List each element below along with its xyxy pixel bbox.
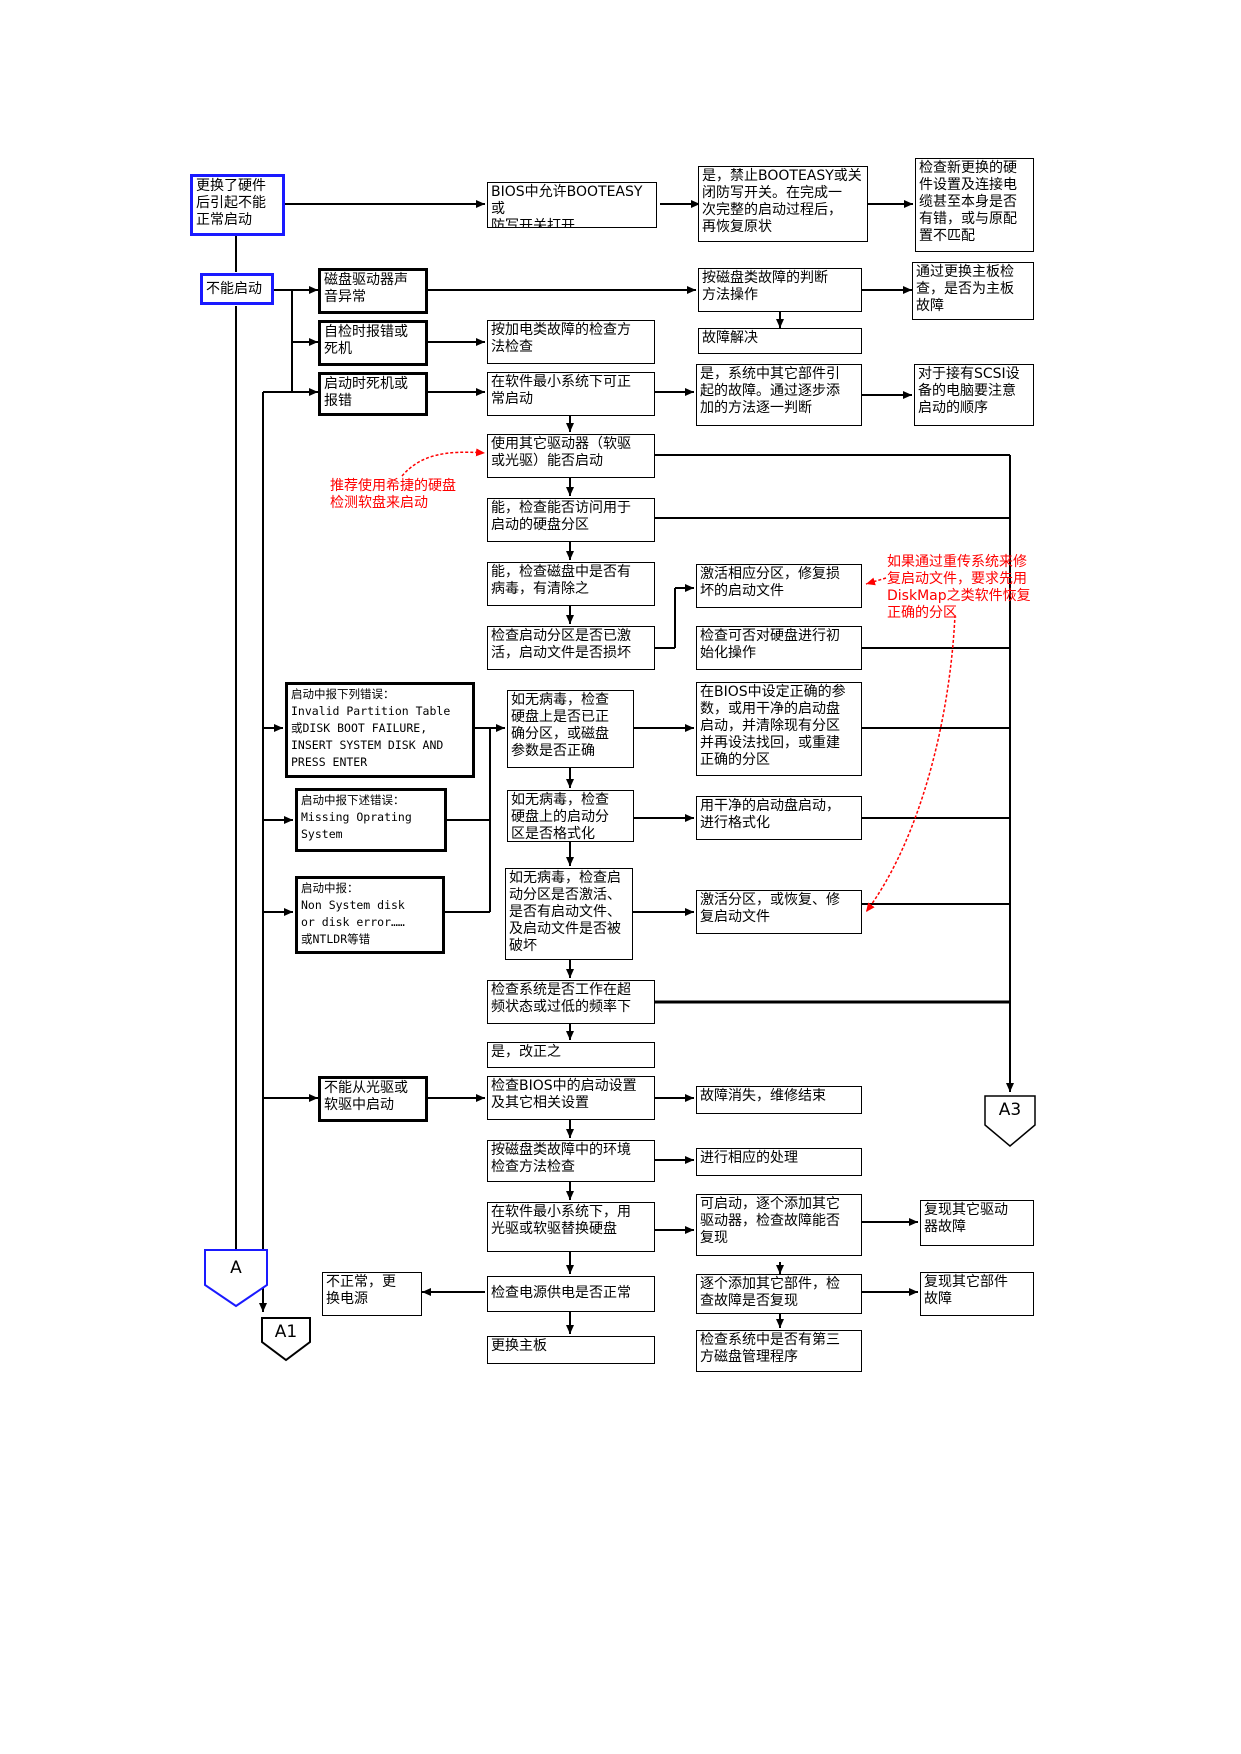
node-bios-booteasy: BIOS中允许BOOTEASY或 防写开关打开 [487,182,657,228]
connector-A3-shape [984,1095,1036,1147]
node-no-virus-part: 如无病毒，检查 硬盘上是否已正 确分区，或磁盘 参数是否正确 [507,690,634,768]
node-err-nonsys: 启动中报： Non System disk or disk error…… 或N… [295,876,445,954]
node-disk-noise: 磁盘驱动器声 音异常 [318,268,428,314]
node-third-party: 检查系统中是否有第三 方磁盘管理程序 [696,1330,862,1372]
node-replace-board: 通过更换主板检 查，是否为主板 故障 [912,262,1034,320]
node-virus-check: 能，检查磁盘中是否有 病毒，有清除之 [487,562,655,606]
connector-A3-label: A3 [998,1100,1022,1120]
node-no-virus-active: 如无病毒，检查启 动分区是否激活、 是否有启动文件、 及启动文件是否被 破坏 [505,868,633,960]
node-access-part: 能，检查能否访问用于 启动的硬盘分区 [487,498,655,542]
node-boot-hang: 启动时死机或 报错 [318,372,428,416]
node-correct-it: 是，改正之 [487,1042,655,1068]
node-fault-solved: 故障解决 [698,328,862,354]
node-replace-psu: 不正常，更 换电源 [322,1272,422,1316]
node-activate-repair: 激活相应分区，修复损 坏的启动文件 [696,564,862,608]
node-check-new-hw: 检查新更换的硬 件设置及连接电 缆甚至本身是否 有错，或与原配 置不匹配 [915,158,1034,252]
node-disable-booteasy: 是，禁止BOOTEASY或关 闭防写开关。在完成一 次完整的启动过程后， 再恢复… [698,166,868,242]
node-handle: 进行相应的处理 [696,1148,862,1176]
node-clean-boot-format: 用干净的启动盘启动， 进行格式化 [696,796,862,840]
node-min-sys: 在软件最小系统下可正 常启动 [487,372,655,416]
node-scsi-note: 对于接有SCSI设 备的电脑要注意 启动的顺序 [914,364,1034,426]
node-no-cd-boot: 不能从光驱或 软驱中启动 [318,1076,428,1122]
node-psu-check: 检查电源供电是否正常 [487,1276,655,1312]
connector-A-label: A [230,1258,242,1278]
note-recommend: 推荐使用希捷的硬盘 检测软盘来启动 [330,478,456,511]
note-if-rewrite: 如果通过重传系统来修 复启动文件，要求先用 DiskMap之类软件恢复 正确的分… [887,554,1031,621]
node-replace-hdd: 在软件最小系统下，用 光驱或软驱替换硬盘 [487,1202,655,1252]
node-add-drives: 可启动，逐个添加其它 驱动器，检查故障能否 复现 [696,1194,862,1256]
node-set-bios: 在BIOS中设定正确的参 数，或用干净的启动盘 启动，并清除现有分区 并再设法找… [696,682,862,776]
connector-A1-label: A1 [274,1322,298,1342]
node-init-disk: 检查可否对硬盘进行初 始化操作 [696,626,862,670]
connector-A1-shape [261,1317,311,1362]
connector-A-shape [204,1249,268,1308]
node-fault-gone: 故障消失，维修结束 [696,1086,862,1114]
node-env-check: 按磁盘类故障中的环境 检查方法检查 [487,1140,655,1182]
node-part-fault: 复现其它部件 故障 [920,1272,1034,1316]
node-activate-restore: 激活分区，或恢复、修 复启动文件 [696,890,862,934]
node-other-part: 是，系统中其它部件引 起的故障。通过逐步添 加的方法逐一判断 [696,364,862,426]
node-err-missing: 启动中报下述错误： Missing Oprating System [295,788,447,852]
node-no-virus-format: 如无病毒，检查 硬盘上的启动分 区是否格式化 [507,790,634,842]
node-other-drive: 使用其它驱动器（软驱 或光驱）能否启动 [487,434,655,478]
node-cannot-boot: 不能启动 [200,273,274,305]
node-check-active: 检查启动分区是否已激 活，启动文件是否损坏 [487,626,655,670]
node-elec-check: 按加电类故障的检查方 法检查 [487,320,655,364]
node-disk-fault-proc: 按磁盘类故障的判断 方法操作 [698,268,862,312]
node-add-parts: 逐个添加其它部件，检 查故障是否复现 [696,1274,862,1314]
node-hw-change: 更换了硬件 后引起不能 正常启动 [190,174,285,236]
node-err-list: 启动中报下列错误： Invalid Partition Table 或DISK … [285,682,475,778]
node-replace-mb: 更换主板 [487,1336,655,1364]
node-post-error: 自检时报错或 死机 [318,320,428,366]
node-drive-fault: 复现其它驱动 器故障 [920,1200,1034,1246]
node-bios-boot-set: 检查BIOS中的启动设置 及其它相关设置 [487,1076,655,1120]
node-overclock: 检查系统是否工作在超 频状态或过低的频率下 [487,980,655,1024]
